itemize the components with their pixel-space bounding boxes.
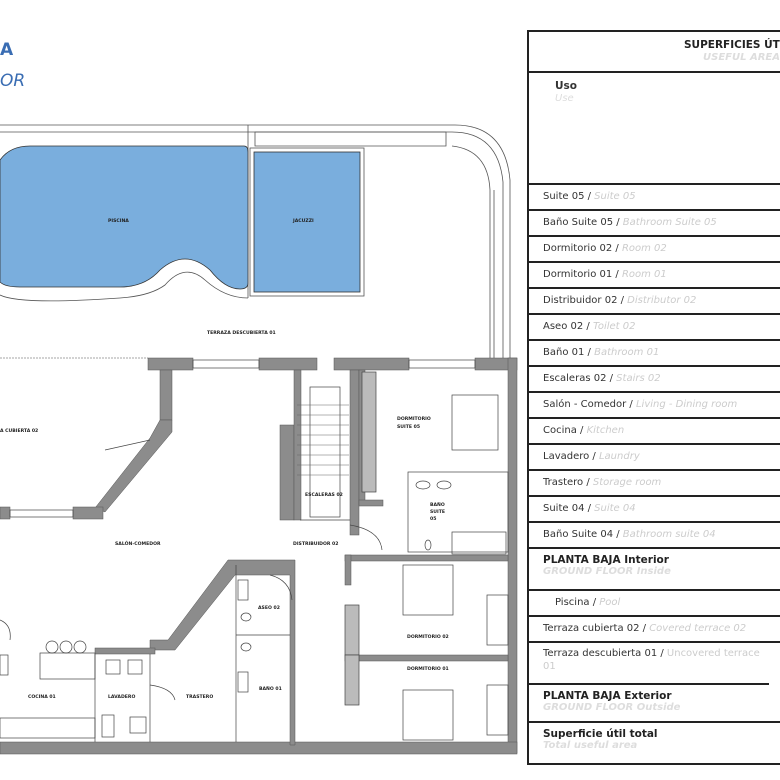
table-row: Baño Suite 05 / Bathroom Suite 05 [529, 211, 780, 237]
row-es: Baño Suite 05 / [543, 217, 623, 228]
label-suite-bath: BAÑO [430, 501, 445, 508]
label-distributor: DISTRIBUIDOR 02 [293, 541, 338, 547]
table-row: Dormitorio 02 / Room 02 [529, 237, 780, 263]
row-en: Toilet 02 [592, 321, 636, 332]
grand-total-es: Superficie útil total [543, 728, 658, 740]
row-en: Distributor 02 [627, 295, 697, 306]
label-uncovered-terrace: TERRAZA DESCUBIERTA 01 [207, 330, 276, 336]
terrace-outline [0, 124, 511, 360]
table-row: Escaleras 02 / Stairs 02 [529, 367, 780, 393]
row-en: Stairs 02 [616, 373, 661, 384]
table-row: Baño 01 / Bathroom 01 [529, 341, 780, 367]
label-suite-bath-3: 05 [430, 516, 436, 522]
label-laundry: LAVADERO [108, 694, 135, 700]
interior-total-row: PLANTA BAJA Interior GROUND FLOOR Inside [529, 549, 780, 591]
table-row: Suite 04 / Suite 04 [529, 497, 780, 523]
row-en: Room 02 [621, 243, 667, 254]
interior-lines [0, 359, 509, 742]
label-suite-bath-2: SUITE [430, 509, 445, 515]
row-en: Pool [599, 597, 621, 608]
row-es: Baño Suite 04 / [543, 529, 623, 540]
row-en: Bathroom 01 [594, 347, 660, 358]
label-covered-terrace: A CUBIERTA 02 [0, 428, 38, 434]
label-living: SALÓN-COMEDOR [115, 540, 161, 547]
row-en: Suite 05 [594, 191, 636, 202]
use-es: Uso [555, 80, 577, 92]
grand-total-en: Total useful area [543, 740, 638, 751]
plan-subtitle: OR [0, 71, 26, 91]
label-kitchen: COCINA 01 [28, 694, 56, 700]
label-bathroom: BAÑO 01 [259, 685, 282, 692]
table-row: Trastero / Storage room [529, 471, 780, 497]
table-row: Dormitorio 01 / Room 01 [529, 263, 780, 289]
row-es: Trastero / [543, 477, 593, 488]
plan-title: A [0, 40, 14, 60]
row-en: Covered terrace 02 [649, 623, 747, 634]
table-row: Terraza descubierta 01 / Uncovered terra… [529, 643, 769, 685]
row-en: Room 01 [621, 269, 667, 280]
row-es: Piscina / [555, 597, 600, 608]
label-suite-bedroom-2: SUITE 05 [397, 424, 420, 430]
label-jacuzzi: JACUZZI [292, 218, 314, 224]
interior-total-es: PLANTA BAJA Interior [543, 554, 669, 566]
table-row: Terraza cubierta 02 / Covered terrace 02 [529, 617, 780, 643]
table-row: Distribuidor 02 / Distributor 02 [529, 289, 780, 315]
label-bedroom-1: DORMITORIO 01 [407, 666, 449, 672]
row-es: Terraza cubierta 02 / [543, 623, 650, 634]
table-row: Lavadero / Laundry [529, 445, 780, 471]
row-en: Laundry [598, 451, 640, 462]
row-es: Salón - Comedor / [543, 399, 636, 410]
row-en: Kitchen [586, 425, 625, 436]
floor-plan: PISCINA JACUZZI TERRAZA DESCUBIERTA 01 A… [0, 124, 518, 755]
header-en: USEFUL AREA [703, 52, 780, 63]
pool [0, 145, 249, 290]
table-row: Piscina / Pool [529, 591, 780, 617]
jacuzzi [253, 151, 361, 293]
label-bedroom-2: DORMITORIO 02 [407, 634, 449, 640]
exterior-total-es: PLANTA BAJA Exterior [543, 690, 672, 702]
table-row: Baño Suite 04 / Bathroom suite 04 [529, 523, 780, 549]
grand-total-row: Superficie útil total Total useful area [529, 723, 780, 765]
table-row: Aseo 02 / Toilet 02 [529, 315, 780, 341]
label-stairs: ESCALERAS 02 [305, 492, 343, 498]
label-suite-bedroom: DORMITORIO [397, 416, 431, 422]
row-es: Baño 01 / [543, 347, 595, 358]
interior-total-en: GROUND FLOOR Inside [543, 566, 671, 577]
table-row: Suite 05 / Suite 05 [529, 185, 780, 211]
table-row: Cocina / Kitchen [529, 419, 780, 445]
row-es: Lavadero / [543, 451, 599, 462]
header-es: SUPERFICIES ÚTIL [684, 39, 780, 51]
table-header: SUPERFICIES ÚTIL USEFUL AREA [529, 32, 780, 73]
useful-area-table: SUPERFICIES ÚTIL USEFUL AREA Uso Use Sui… [527, 30, 780, 765]
row-en: Bathroom Suite 05 [622, 217, 717, 228]
row-es: Suite 05 / [543, 191, 595, 202]
row-en: Storage room [592, 477, 662, 488]
walls [0, 357, 518, 755]
label-pool: PISCINA [108, 218, 129, 224]
table-row: Salón - Comedor / Living - Dining room [529, 393, 780, 419]
row-en: Bathroom suite 04 [622, 529, 716, 540]
row-es: Distribuidor 02 / [543, 295, 628, 306]
use-en: Use [555, 93, 574, 104]
label-storage: TRASTERO [186, 694, 213, 700]
row-es: Suite 04 / [543, 503, 595, 514]
row-en: Suite 04 [594, 503, 636, 514]
row-es: Terraza descubierta 01 / [543, 648, 667, 659]
exterior-total-en: GROUND FLOOR Outside [543, 702, 681, 713]
row-es: Cocina / [543, 425, 587, 436]
row-en: Uncovered terrace 01 [543, 648, 760, 672]
row-en: Living - Dining room [635, 399, 738, 410]
row-es: Dormitorio 02 / [543, 243, 622, 254]
exterior-total-row: PLANTA BAJA Exterior GROUND FLOOR Outsid… [529, 685, 780, 723]
row-es: Aseo 02 / [543, 321, 593, 332]
row-es: Dormitorio 01 / [543, 269, 622, 280]
row-es: Escaleras 02 / [543, 373, 617, 384]
use-column-header: Uso Use [529, 73, 780, 185]
label-toilet: ASEO 02 [258, 605, 280, 611]
